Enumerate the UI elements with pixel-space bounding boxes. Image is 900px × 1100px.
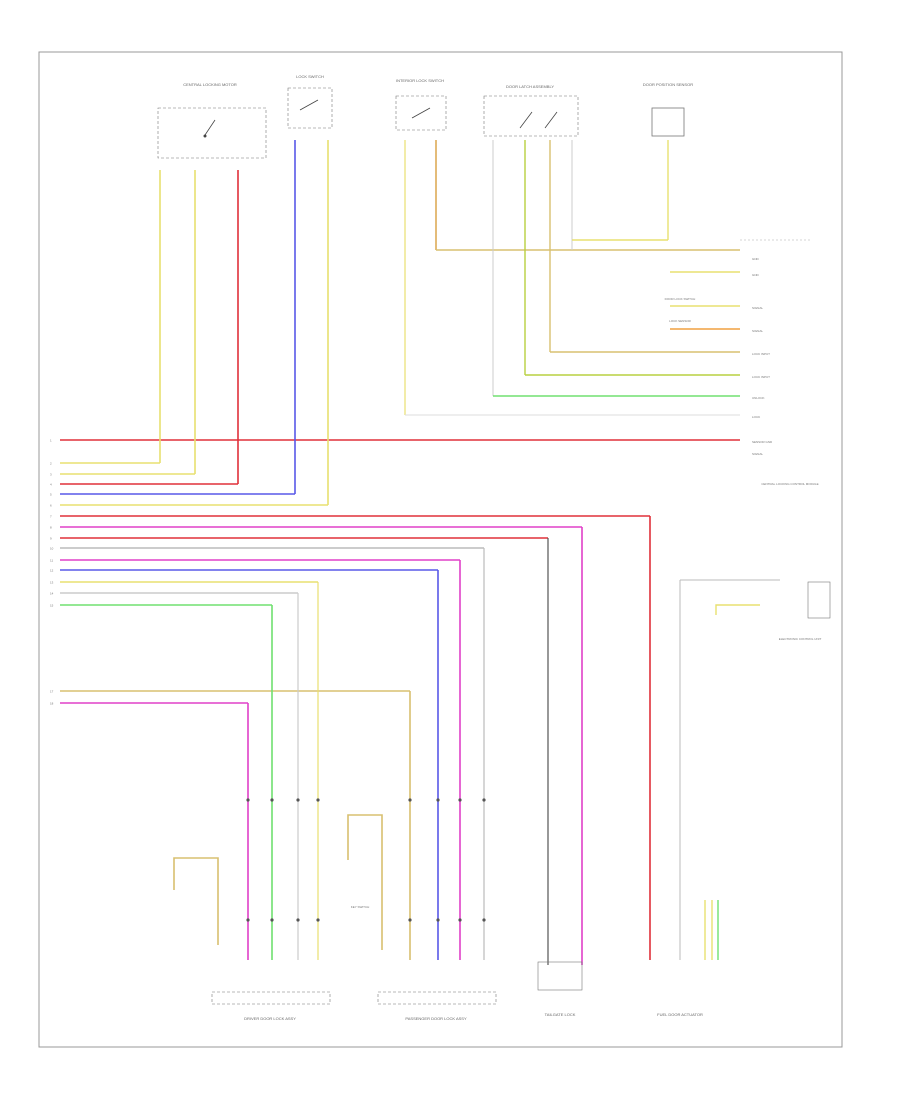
module-label-5: LOCK INPUT bbox=[752, 352, 770, 356]
pin-number: 7 bbox=[50, 515, 52, 519]
side-label-3: KEY SWITCH bbox=[351, 905, 370, 909]
module-label-9: SENSOR GND bbox=[752, 440, 773, 444]
vertical-wires-bottom bbox=[247, 516, 780, 965]
connector-dot bbox=[458, 918, 462, 922]
pin-number: 10 bbox=[50, 547, 54, 551]
module-label-2: GND bbox=[752, 273, 760, 277]
top-components: CENTRAL LOCKING MOTOR LOCK SWITCH INTERI… bbox=[157, 74, 693, 159]
connector-dot bbox=[482, 798, 486, 802]
bottom-label-1: DRIVER DOOR LOCK ASSY bbox=[244, 1016, 296, 1021]
side-label-1: DOOR LOCK SWITCH bbox=[665, 297, 696, 301]
top-label-5: DOOR POSITION SENSOR bbox=[643, 82, 693, 87]
right-module: GND GND SIGNAL SIGNAL LOCK INPUT LOCK IN… bbox=[740, 239, 819, 486]
connector-dot bbox=[270, 918, 274, 922]
fuel-door-actuator-component: FUEL DOOR ACTUATOR bbox=[657, 1012, 703, 1017]
central-locking-motor-component: CENTRAL LOCKING MOTOR bbox=[157, 82, 267, 159]
bottom-label-2: PASSENGER DOOR LOCK ASSY bbox=[405, 1016, 467, 1021]
connector-dots bbox=[246, 798, 486, 922]
vertical-wires-top bbox=[159, 140, 740, 505]
pin-number: 3 bbox=[50, 473, 52, 477]
top-label-1: CENTRAL LOCKING MOTOR bbox=[183, 82, 237, 87]
module-caption: CENTRAL LOCKING CONTROL MODULE bbox=[761, 482, 818, 486]
pin-number: 15 bbox=[50, 604, 54, 608]
connector-dot bbox=[436, 918, 440, 922]
connector-dot bbox=[296, 918, 300, 922]
module-label-6: LOCK INPUT bbox=[752, 375, 770, 379]
door-position-sensor-component: DOOR POSITION SENSOR bbox=[643, 82, 693, 137]
wire-loop-1 bbox=[173, 857, 219, 945]
pin-number: 2 bbox=[50, 462, 52, 466]
door-latch-component: DOOR LATCH ASSEMBLY bbox=[483, 84, 579, 137]
pin-number: 6 bbox=[50, 504, 52, 508]
module-label-3: SIGNAL bbox=[752, 306, 763, 310]
wire-loop-2 bbox=[347, 814, 383, 950]
top-label-2: LOCK SWITCH bbox=[296, 74, 324, 79]
module-label-1: GND bbox=[752, 257, 760, 261]
passenger-door-lock-component: PASSENGER DOOR LOCK ASSY bbox=[377, 991, 497, 1021]
pin-number: 13 bbox=[50, 581, 54, 585]
pin-number: 4 bbox=[50, 483, 52, 487]
module-label-4: SIGNAL bbox=[752, 329, 763, 333]
connector-dot bbox=[246, 918, 250, 922]
horizontal-wires bbox=[60, 439, 740, 704]
side-labels: DOOR LOCK SWITCH LOCK SENSOR KEY SWITCH bbox=[351, 297, 696, 909]
connector-dot bbox=[408, 798, 412, 802]
connector-dot bbox=[316, 918, 320, 922]
connector-dot bbox=[270, 798, 274, 802]
tan-loops bbox=[173, 604, 760, 960]
connector-dot bbox=[458, 798, 462, 802]
pin-number: 14 bbox=[50, 592, 54, 596]
diagram-border bbox=[38, 51, 843, 1048]
pin-number: 12 bbox=[50, 569, 54, 573]
tailgate-lock-component: TAILGATE LOCK bbox=[537, 961, 583, 1017]
driver-door-lock-component: DRIVER DOOR LOCK ASSY bbox=[211, 991, 331, 1021]
connector-dot bbox=[408, 918, 412, 922]
bottom-label-3: TAILGATE LOCK bbox=[545, 1012, 576, 1017]
side-label-2: LOCK SENSOR bbox=[669, 319, 692, 323]
lock-switch-component: LOCK SWITCH bbox=[287, 74, 333, 129]
pin-number: 5 bbox=[50, 493, 52, 497]
interior-lock-switch-component: INTERIOR LOCK SWITCH bbox=[395, 78, 447, 131]
bottom-label-4: FUEL DOOR ACTUATOR bbox=[657, 1012, 703, 1017]
ecu-box: ELECTRONIC CONTROL UNIT bbox=[779, 581, 831, 641]
connector-dot bbox=[436, 798, 440, 802]
pin-number: 1 bbox=[50, 439, 52, 443]
pin-number: 8 bbox=[50, 526, 52, 530]
pin-number: 17 bbox=[50, 690, 54, 694]
module-label-7: UNLOCK bbox=[752, 396, 765, 400]
connector-dot bbox=[482, 918, 486, 922]
top-label-4: DOOR LATCH ASSEMBLY bbox=[506, 84, 554, 89]
connector-dot bbox=[296, 798, 300, 802]
bottom-components: DRIVER DOOR LOCK ASSY PASSENGER DOOR LOC… bbox=[211, 961, 703, 1021]
wire-loop-3 bbox=[715, 604, 760, 615]
top-label-3: INTERIOR LOCK SWITCH bbox=[396, 78, 444, 83]
pin-number: 9 bbox=[50, 537, 52, 541]
module-label-10: SIGNAL bbox=[752, 452, 763, 456]
pin-number: 18 bbox=[50, 702, 54, 706]
ecu-label: ELECTRONIC CONTROL UNIT bbox=[779, 637, 822, 641]
connector-dot bbox=[246, 798, 250, 802]
connector-dot bbox=[316, 798, 320, 802]
module-label-8: LOCK bbox=[752, 415, 760, 419]
pin-number: 11 bbox=[50, 559, 53, 563]
